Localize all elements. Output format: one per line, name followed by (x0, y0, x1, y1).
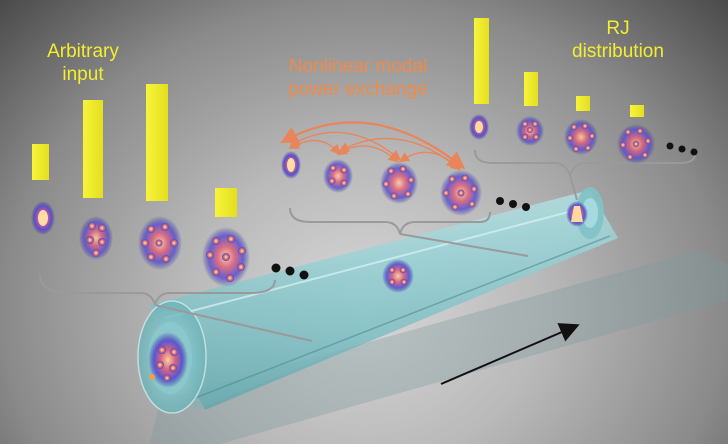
label-nonlinear-line1: Nonlinear modal (288, 56, 428, 77)
input-bar-2 (83, 100, 103, 198)
power-exchange-arrows (280, 121, 466, 171)
input-mode-1 (31, 201, 55, 235)
exchange-mode-2 (323, 159, 353, 193)
input-bar-3 (146, 84, 168, 201)
rj-ellipsis-dots (666, 142, 698, 156)
rj-mode-2 (516, 116, 544, 146)
input-bar-4 (215, 188, 237, 217)
rj-bar-4 (630, 105, 644, 117)
label-rj-line2: distribution (572, 41, 664, 62)
input-bar-1 (32, 144, 49, 180)
propagation-arrow (440, 323, 580, 385)
mode-in-fiber-input (148, 332, 188, 388)
input-modes (31, 201, 250, 287)
label-arbitrary-input-line1: Arbitrary (47, 41, 119, 62)
rj-mode-1 (469, 114, 489, 140)
rj-mode-4 (617, 124, 655, 164)
mode-in-fiber-output (566, 201, 588, 227)
input-power-bars (32, 84, 237, 217)
exchange-modes (281, 151, 482, 216)
rj-modes (469, 114, 655, 164)
rj-mode-3 (564, 119, 598, 155)
rj-bar-3 (576, 96, 590, 111)
exchange-mode-4 (440, 170, 482, 216)
input-mode-3 (138, 216, 182, 270)
exchange-ellipsis-dots (496, 197, 530, 211)
fiber-shadow (150, 250, 728, 444)
label-nonlinear-line2: power exchange (288, 79, 428, 100)
label-arbitrary-input: Arbitrary input (28, 40, 138, 86)
label-rj-distribution: RJ distribution (558, 17, 678, 63)
exchange-mode-1 (281, 151, 301, 179)
rj-bar-2 (524, 72, 538, 106)
label-nonlinear-exchange: Nonlinear modal power exchange (268, 55, 448, 101)
mode-in-fiber-middle (382, 259, 414, 293)
input-mode-4 (202, 227, 250, 287)
label-rj-line1: RJ (606, 18, 630, 39)
input-ellipsis-dots (271, 263, 309, 280)
input-mode-2 (79, 216, 113, 260)
exchange-mode-3 (380, 162, 418, 204)
label-arbitrary-input-line2: input (62, 64, 104, 85)
pointer-lines (39, 149, 696, 342)
rj-bar-1 (474, 18, 489, 104)
rj-power-bars (474, 18, 644, 117)
